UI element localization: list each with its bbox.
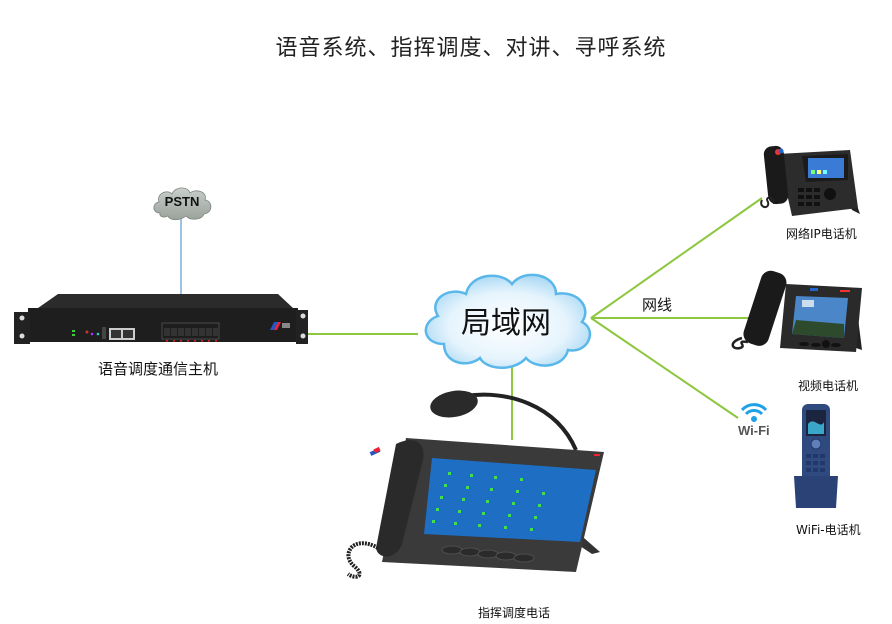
- handset-icon: [794, 404, 838, 508]
- lan-wifi-link: [590, 317, 739, 419]
- dispatch-phone-label: 指挥调度电话: [478, 606, 551, 620]
- wifi-phone-label: WiFi-电话机: [796, 523, 861, 537]
- cloud-icon: [153, 187, 212, 221]
- cloud-icon: [424, 273, 592, 369]
- wifi-label: Wi-Fi: [738, 423, 770, 438]
- host-label: 语音调度通信主机: [98, 360, 219, 378]
- lan-cloud: 局域网: [416, 264, 596, 374]
- video-phone: [724, 268, 870, 356]
- video-phone-label: 视频电话机: [798, 379, 859, 393]
- wifi-phone: [788, 402, 844, 512]
- desk-phone-icon: [760, 145, 860, 216]
- pstn-cloud: PSTN: [150, 183, 214, 223]
- ip-phone-label: 网络IP电话机: [786, 227, 857, 241]
- lan-ipphone-link: [590, 197, 763, 319]
- video-phone-icon: [731, 270, 862, 352]
- ip-phone: [756, 140, 866, 220]
- dispatch-phone: [336, 384, 616, 584]
- lan-label: 局域网: [461, 306, 551, 341]
- wifi-icon: Wi-Fi: [736, 400, 772, 440]
- diagram-title: 语音系统、指挥调度、对讲、寻呼系统: [275, 36, 667, 61]
- cable-label: 网线: [642, 296, 673, 314]
- wifi-signal-icon: [740, 403, 768, 422]
- dispatch-console-icon: [346, 390, 604, 579]
- voice-dispatch-host: [8, 290, 310, 350]
- pstn-label: PSTN: [164, 194, 200, 209]
- rack-server-icon: [14, 294, 310, 344]
